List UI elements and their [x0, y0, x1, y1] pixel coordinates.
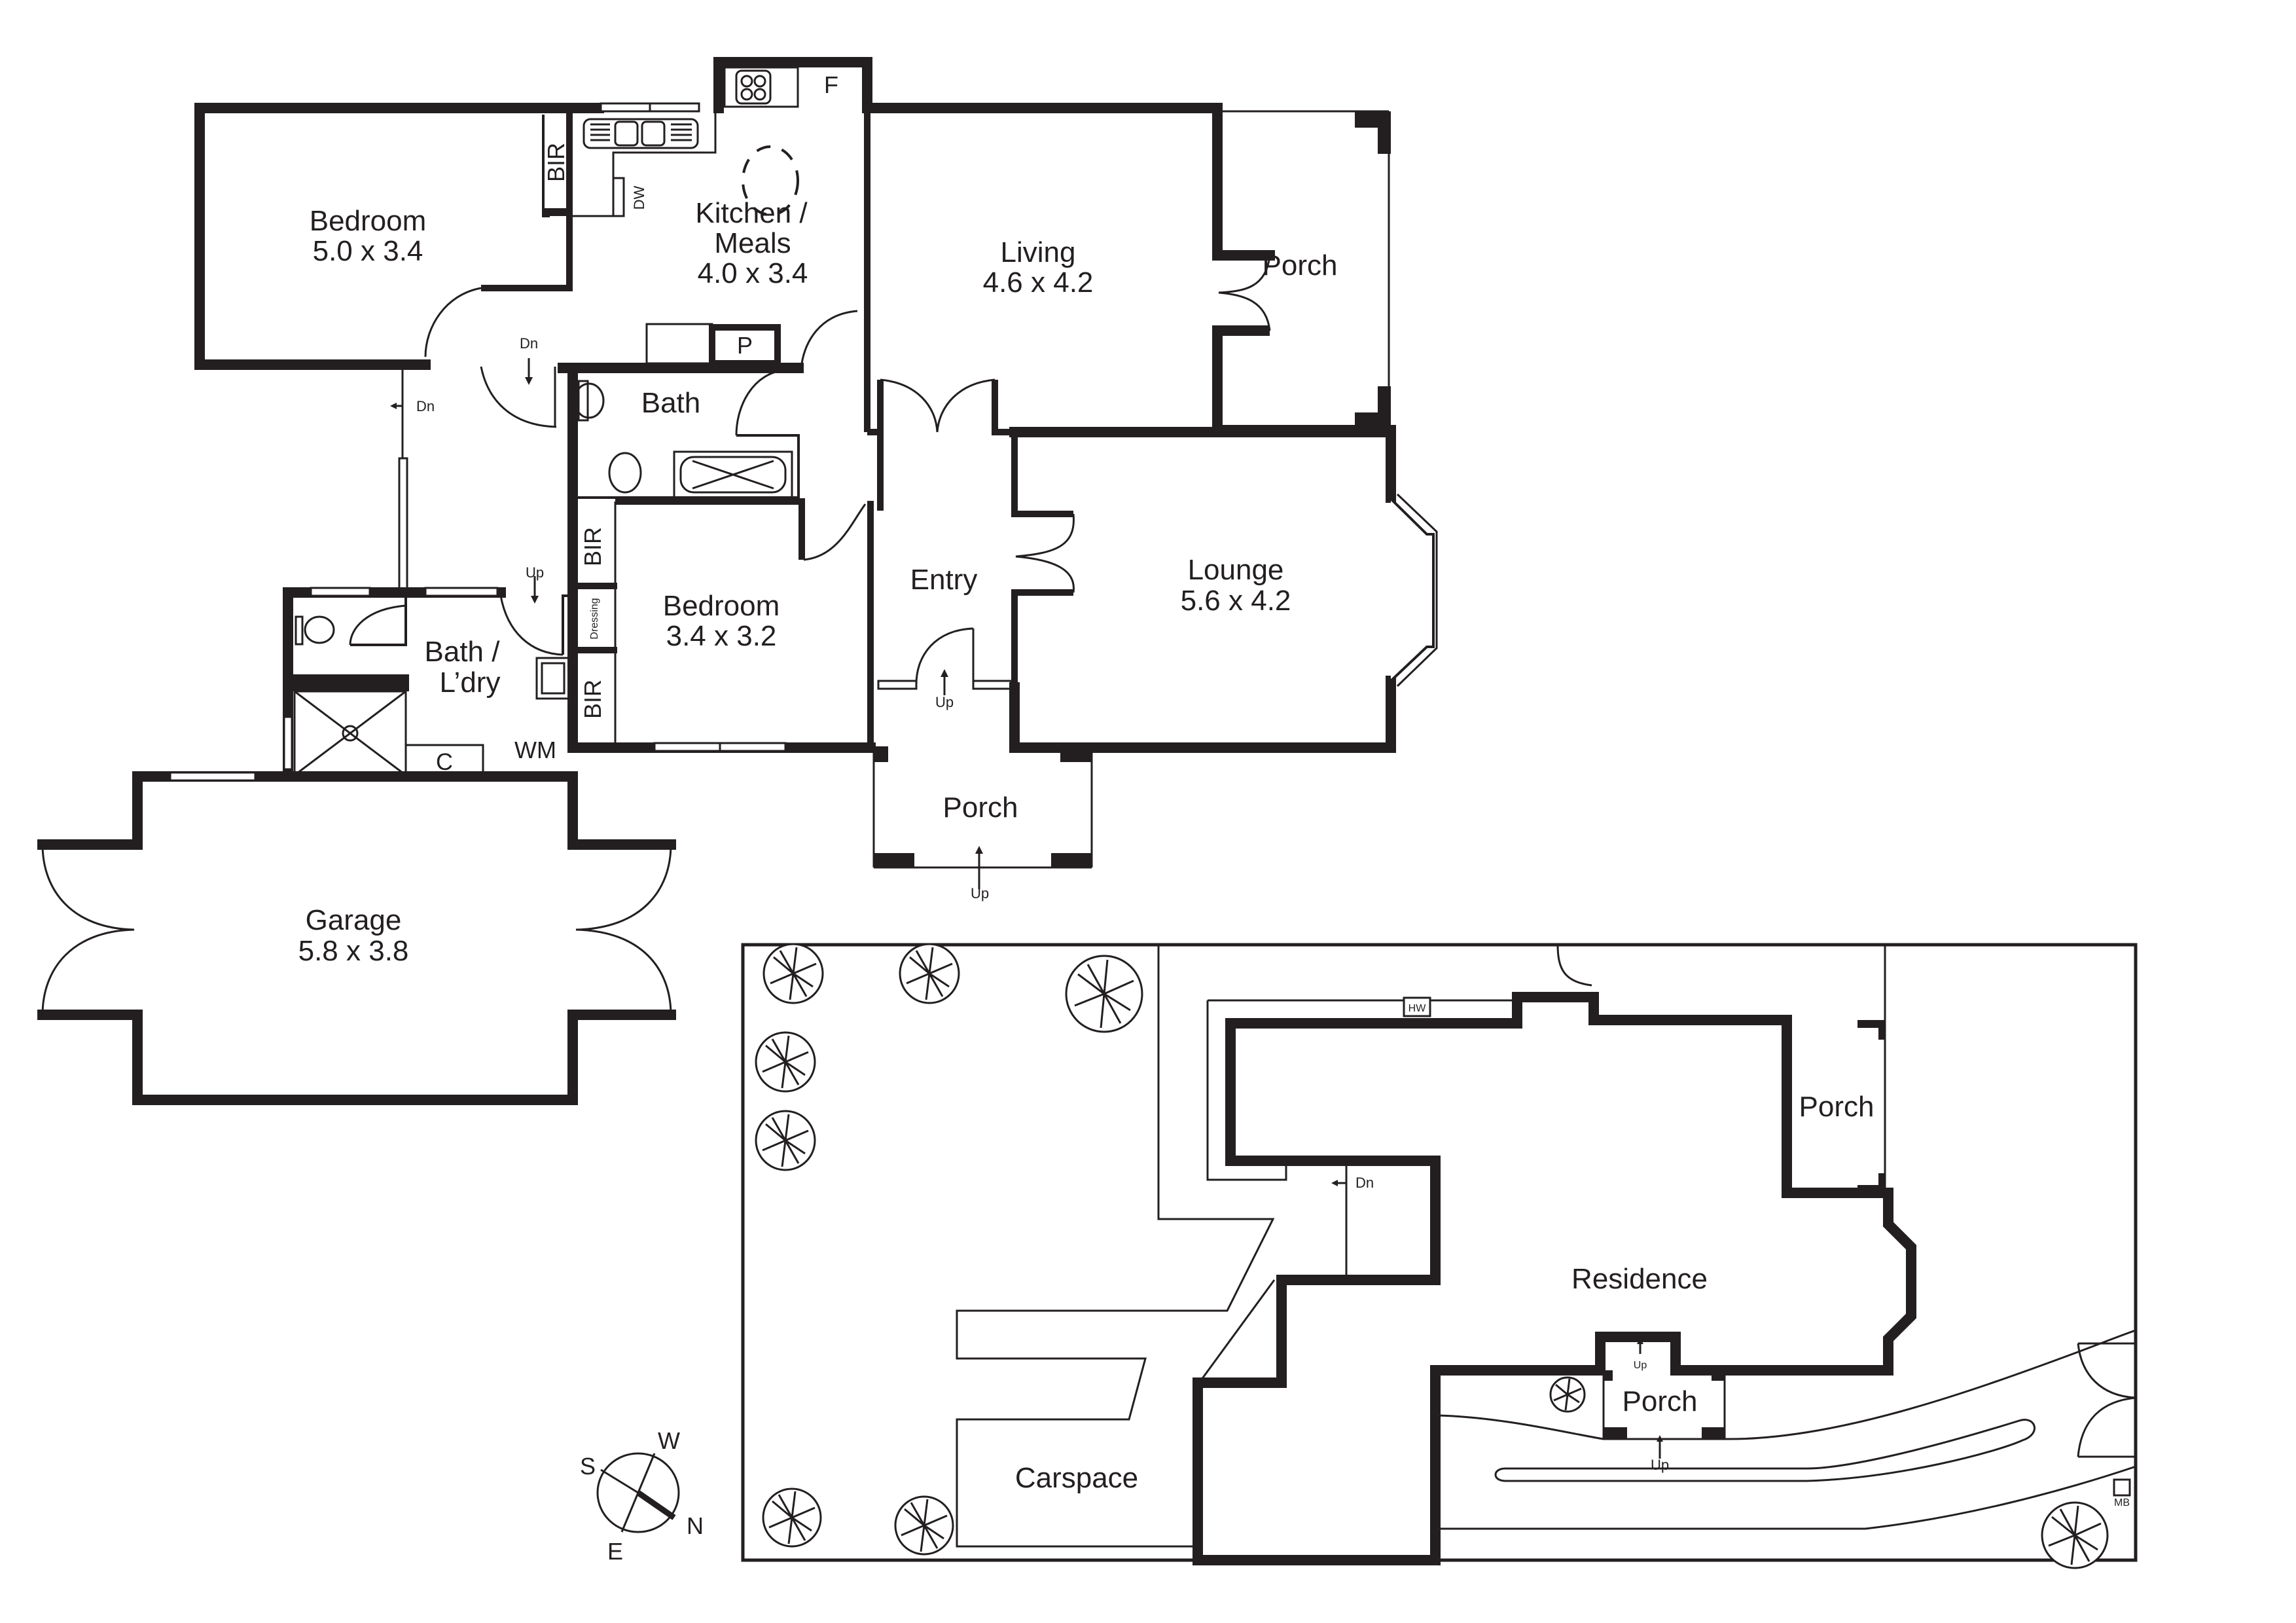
room-name-line1: Kitchen / [695, 197, 808, 229]
room-bedroom-2: Bedroom 3.4 x 3.2 [567, 498, 876, 753]
room-name: Bedroom [310, 205, 427, 237]
room-name: Entry [910, 564, 978, 596]
room-dims: 5.6 x 4.2 [1181, 585, 1291, 617]
site-porch-side-label: Porch [1799, 1091, 1874, 1123]
room-name-line1: Bath / [425, 636, 501, 668]
hall-stairs: Dn Dn [390, 335, 557, 593]
tree-icon [1549, 1376, 1586, 1413]
fixture-label: BIR [579, 527, 606, 566]
dn-label: Dn [520, 335, 538, 352]
cupboard-label: C [436, 748, 453, 775]
room-bath-laundry: C WM Up Bath / L’dry [283, 564, 578, 782]
up-label: Up [1634, 1360, 1647, 1371]
up-label: Up [1651, 1457, 1669, 1473]
room-dims: 5.0 x 3.4 [313, 235, 423, 267]
dressing-label: Dressing [589, 598, 600, 639]
room-name: Bedroom [663, 590, 780, 622]
site-porch-front-label: Porch [1623, 1385, 1698, 1417]
up-label: Up [971, 885, 989, 902]
tree-icon [762, 1487, 822, 1548]
room-name-line2: Meals [714, 227, 791, 259]
room-dims: 3.4 x 3.2 [666, 620, 777, 652]
carspace-label: Carspace [1015, 1462, 1138, 1494]
room-entry: Up Entry [877, 432, 1075, 710]
washing-machine-label: WM [514, 737, 556, 763]
fridge-label: F [824, 71, 838, 98]
floor-plan: Bedroom 5.0 x 3.4 BIR F DW [37, 57, 1438, 1105]
room-dims: 4.6 x 4.2 [983, 266, 1094, 299]
compass-icon: W S N E [580, 1427, 704, 1565]
tree-icon [899, 943, 960, 1004]
room-name: Garage [306, 904, 402, 936]
room-lounge: Lounge 5.6 x 4.2 [1009, 427, 1438, 753]
up-label: Up [935, 694, 954, 710]
built-in-robe-1: BIR [543, 143, 571, 216]
fixture-label: BIR [543, 143, 569, 182]
up-label: Up [526, 564, 544, 581]
room-dims: 5.8 x 3.8 [298, 935, 409, 967]
room-name: Bath [641, 387, 701, 419]
tree-icon [755, 1110, 816, 1171]
compass-south: S [580, 1453, 596, 1480]
site-plan: HW Dn Porch Residence Up Up Porch [741, 943, 2138, 1569]
residence-label: Residence [1571, 1263, 1708, 1295]
pantry-label: P [737, 332, 753, 359]
hot-water-label: HW [1408, 1003, 1427, 1014]
meter-box-label: MB [2114, 1497, 2130, 1508]
room-name: Living [1001, 236, 1076, 268]
room-dims: 4.0 x 3.4 [698, 257, 808, 289]
fixture-label: BIR [579, 680, 606, 719]
room-living: Living 4.6 x 4.2 [867, 103, 1275, 437]
tree-icon [755, 1031, 816, 1093]
compass-west: W [658, 1427, 680, 1454]
room-name: Porch [1263, 249, 1338, 282]
room-garage: Garage 5.8 x 3.8 [37, 771, 676, 1105]
compass-north: N [687, 1512, 704, 1539]
room-kitchen-meals: F DW Kitchen / Meals 4.0 x 3.4 P [569, 57, 1223, 432]
room-name: Porch [943, 792, 1018, 824]
compass-east: E [607, 1538, 623, 1565]
dn-label: Dn [1355, 1175, 1374, 1191]
room-name: Lounge [1188, 554, 1284, 586]
room-bedroom-1: Bedroom 5.0 x 3.4 [194, 102, 700, 370]
tree-icon [894, 1495, 954, 1556]
tree-icon [1065, 955, 1143, 1033]
room-name-line2: L’dry [440, 666, 501, 699]
tree-icon [2041, 1501, 2109, 1569]
built-in-robes-2-3: BIR Dressing BIR [573, 527, 617, 719]
room-porch-front: Up Porch [872, 746, 1093, 902]
room-bath: Bath [558, 363, 804, 753]
room-porch-side: Porch [1212, 110, 1396, 435]
tree-icon [762, 943, 824, 1004]
dishwasher-label: DW [631, 185, 647, 210]
dn-label: Dn [416, 398, 435, 414]
